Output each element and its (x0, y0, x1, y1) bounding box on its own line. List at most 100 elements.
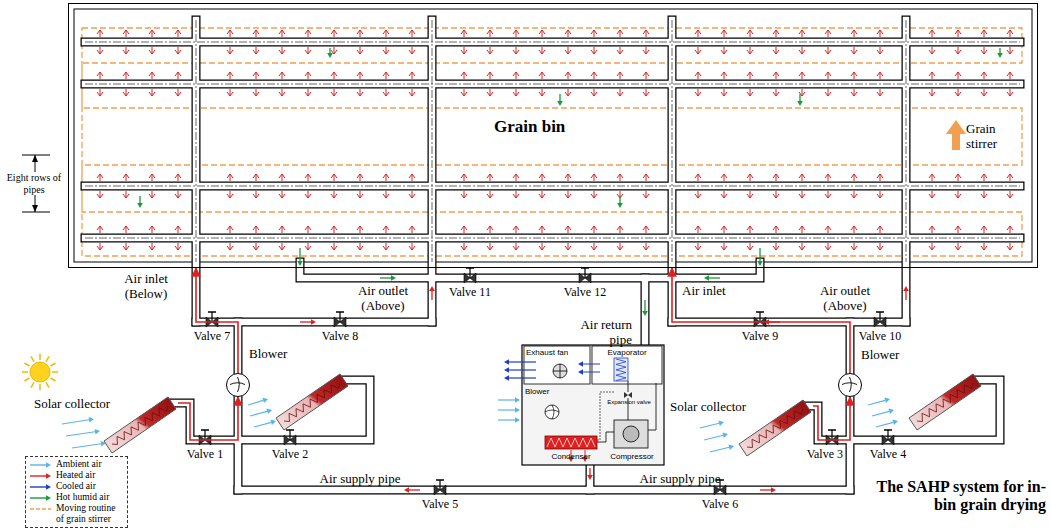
outlet-arrow (747, 47, 753, 54)
outlet-arrow (279, 174, 285, 181)
outlet-arrow (799, 226, 805, 233)
outlet-arrow (331, 72, 337, 79)
pipe-network (85, 20, 1020, 490)
outlet-arrow (721, 47, 727, 54)
outlet-arrow (97, 72, 103, 79)
line-art (31, 356, 34, 361)
outlet-arrow (331, 30, 337, 37)
outlet-arrow (409, 89, 415, 96)
valve-symbol (284, 430, 296, 445)
outlet-arrow (825, 89, 831, 96)
outlet-arrow (175, 47, 181, 54)
outlet-arrow (279, 191, 285, 198)
flow-arrow (799, 94, 800, 101)
outlet-arrow (1007, 47, 1013, 54)
outlet-arrow (305, 243, 311, 250)
pipe-centerline (196, 20, 197, 262)
line-art (587, 465, 594, 490)
outlet-arrow (331, 191, 337, 198)
line-art (903, 20, 910, 322)
part-label: Air outlet (Above) (800, 284, 890, 314)
flow-arrowhead (327, 53, 333, 58)
flow-arrow (709, 277, 720, 278)
outlet-arrow (97, 89, 103, 96)
line-art (208, 311, 216, 313)
outlet-arrow (539, 191, 545, 198)
line-art (545, 405, 559, 419)
outlet-arrow (695, 226, 701, 233)
outlet-arrow (955, 47, 961, 54)
flow-arrowhead (771, 487, 776, 493)
outlet-arrow (643, 72, 649, 79)
outlet-arrow (279, 30, 285, 37)
outlet-arrow (825, 30, 831, 37)
outlet-arrow (123, 243, 129, 250)
collector-panel (104, 397, 176, 453)
outlet-arrow (461, 30, 467, 37)
outlet-arrow (357, 30, 363, 37)
outlet-arrow (279, 47, 285, 54)
collector-panel (909, 374, 981, 430)
bin-title: Grain bin (494, 117, 565, 137)
outlet-arrow (357, 47, 363, 54)
outlet-arrow (773, 191, 779, 198)
flow-arrowhead (587, 475, 593, 480)
outlet-arrow (357, 226, 363, 233)
flow-arrow (329, 48, 330, 53)
outlet-arrow (357, 243, 363, 250)
flow-arrow (62, 420, 89, 424)
outlet-arrow (253, 89, 259, 96)
outlet-arrow (123, 30, 129, 37)
outlet-arrow (981, 72, 987, 79)
outlet-arrow (929, 47, 935, 54)
valve-symbol (199, 430, 211, 445)
line-art (642, 278, 649, 345)
bin-box: Grain bin (68, 3, 1038, 268)
legend-row: Ambient air (29, 459, 124, 470)
flow-arrowhead (515, 417, 520, 423)
part-label: Eight rows of pipes (2, 172, 66, 195)
flow-arrowhead (728, 444, 734, 449)
outlet-arrow (539, 174, 545, 181)
line-art (828, 429, 836, 431)
legend-row: Hot humid air (29, 492, 124, 503)
legend-sample (29, 492, 53, 503)
outlet-arrow (149, 89, 155, 96)
outlet-arrow (747, 191, 753, 198)
flow-arrowhead (884, 398, 890, 403)
collector-coil (112, 406, 168, 445)
outlet-arrow (409, 174, 415, 181)
outlet-arrow (799, 72, 805, 79)
outlet-arrow (331, 243, 337, 250)
outlet-arrow (643, 191, 649, 198)
outlet-arrow (565, 72, 571, 79)
outlet-arrow (149, 30, 155, 37)
outlet-arrow (591, 30, 597, 37)
part-label: Grain stirrer (966, 122, 1014, 152)
outlet-arrow (747, 72, 753, 79)
outlet-arrow (929, 174, 935, 181)
flow-arrow (30, 486, 46, 487)
line-art (22, 212, 50, 213)
outlet-arrow (253, 174, 259, 181)
valve-symbol (334, 312, 346, 327)
outlet-arrow (539, 89, 545, 96)
outlet-arrow (461, 243, 467, 250)
line-art (39, 354, 41, 360)
valve-symbol (882, 430, 894, 445)
line-art (286, 429, 294, 431)
flow-arrow (589, 468, 590, 475)
outlet-arrow (643, 174, 649, 181)
outlet-arrow (1007, 30, 1013, 37)
outlet-arrow (149, 174, 155, 181)
collector-coil (747, 409, 803, 448)
scheme (22, 9, 1032, 495)
outlet-arrow (305, 72, 311, 79)
flow-arrowhead (722, 432, 728, 437)
collector-body (739, 400, 811, 456)
line-art (469, 268, 470, 278)
flow-arrowhead (46, 495, 51, 501)
flow-arrow (498, 399, 515, 400)
pipe-centerline (85, 84, 1020, 85)
flow-arrow (380, 277, 391, 278)
